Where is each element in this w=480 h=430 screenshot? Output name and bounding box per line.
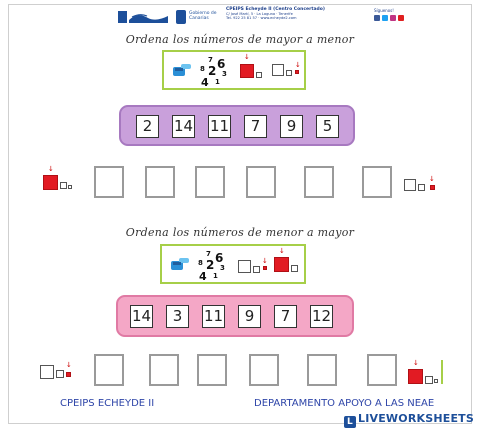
watermark-text: LIVEWORKSHEETS: [358, 412, 474, 425]
answer-box[interactable]: [94, 166, 124, 198]
number-card[interactable]: 14: [172, 115, 195, 138]
instruction-2: Ordena los números de menor a mayor: [125, 226, 355, 239]
hint-box-1: 7 8 2 6 3 4 1 ↓ ↓: [162, 50, 306, 90]
hand-pointing-icon: [171, 258, 189, 270]
answer-box[interactable]: [307, 354, 337, 386]
hint-box-2: 7 8 2 6 3 4 1 ↓ ↓: [160, 244, 306, 284]
small-square: [256, 72, 262, 78]
big-red-square: [408, 369, 423, 384]
number-card[interactable]: 11: [202, 305, 225, 328]
answer-box[interactable]: [145, 166, 175, 198]
medium-square: [40, 365, 54, 379]
small-square: [425, 376, 433, 384]
number-card[interactable]: 14: [130, 305, 153, 328]
answer-box[interactable]: [149, 354, 179, 386]
school-info: CPEIPS Echeyde II (Centro Concertado) C/…: [226, 7, 336, 21]
big-red-square: [43, 175, 58, 190]
small-square: [418, 184, 425, 191]
hint-digits-2: 7 8 2 6 3 4 1: [198, 250, 225, 283]
number-card[interactable]: 9: [280, 115, 303, 138]
down-arrow-icon: ↓: [262, 257, 268, 265]
school-logo-icon: [118, 11, 168, 23]
big-red-square: [240, 64, 254, 78]
hint-digits-1: 7 8 2 6 3 4 1: [200, 56, 227, 89]
facebook-icon[interactable]: [374, 15, 380, 21]
numbers-band-1: 2 14 11 7 9 5: [119, 105, 355, 146]
tiny-square: [434, 379, 438, 383]
header: Gobierno de Canarias CPEIPS Echeyde II (…: [118, 7, 468, 30]
government-label: Gobierno de Canarias: [189, 11, 217, 21]
number-card[interactable]: 3: [166, 305, 189, 328]
hand-pointing-icon: [173, 64, 191, 76]
big-red-square: [274, 257, 289, 272]
government-seal-icon: [176, 10, 186, 24]
answer-box[interactable]: [304, 166, 334, 198]
number-card[interactable]: 7: [244, 115, 267, 138]
small-square: [56, 370, 64, 378]
worksheet-frame: [8, 4, 472, 424]
tiny-red-square: [66, 372, 71, 377]
number-card[interactable]: 2: [136, 115, 159, 138]
answer-box[interactable]: [249, 354, 279, 386]
small-square: [291, 265, 298, 272]
address-line: C/ José Martí, 5 · La Laguna · Tenerife: [226, 12, 293, 17]
answer-box[interactable]: [362, 166, 392, 198]
number-card[interactable]: 12: [310, 305, 333, 328]
down-arrow-icon: ↓: [295, 61, 301, 69]
down-arrow-icon: ↓: [244, 53, 250, 61]
small-square: [286, 70, 292, 76]
instruction-1: Ordena los números de mayor a menor: [125, 33, 355, 46]
tiny-red-square: [263, 266, 267, 270]
medium-square: [272, 64, 284, 76]
small-square: [60, 182, 67, 189]
social-block: Síguenos!: [374, 8, 404, 21]
footer-department: DEPARTAMENTO APOYO A LAS NEAE: [254, 398, 435, 409]
medium-square: [404, 179, 416, 191]
down-arrow-icon: ↓: [279, 247, 285, 255]
down-arrow-icon: ↓: [429, 175, 435, 183]
government-logo: Gobierno de Canarias: [176, 8, 220, 28]
numbers-band-2: 14 3 11 9 7 12: [116, 295, 354, 337]
small-square: [253, 266, 260, 273]
tiny-red-square: [295, 70, 299, 74]
down-arrow-icon: ↓: [48, 165, 54, 173]
green-divider: [441, 360, 443, 384]
answer-box[interactable]: [246, 166, 276, 198]
tiny-square: [68, 185, 72, 189]
answer-box[interactable]: [367, 354, 397, 386]
footer-school: CPEIPS ECHEYDE II: [60, 398, 155, 409]
social-label: Síguenos!: [374, 8, 394, 13]
number-card[interactable]: 11: [208, 115, 231, 138]
liveworksheets-logo-icon: L: [344, 416, 356, 428]
school-name: CPEIPS Echeyde II (Centro Concertado): [226, 7, 325, 12]
number-card[interactable]: 9: [238, 305, 261, 328]
number-card[interactable]: 7: [274, 305, 297, 328]
twitter-icon[interactable]: [382, 15, 388, 21]
down-arrow-icon: ↓: [413, 359, 419, 367]
answer-box[interactable]: [197, 354, 227, 386]
address-line: Tel. 922 25 81 57 · www.echeyde2.com: [226, 16, 297, 21]
answer-box[interactable]: [94, 354, 124, 386]
answer-box[interactable]: [195, 166, 225, 198]
tiny-red-square: [430, 185, 435, 190]
number-card[interactable]: 5: [316, 115, 339, 138]
youtube-icon[interactable]: [398, 15, 404, 21]
medium-square: [238, 260, 251, 273]
down-arrow-icon: ↓: [66, 361, 72, 369]
instagram-icon[interactable]: [390, 15, 396, 21]
